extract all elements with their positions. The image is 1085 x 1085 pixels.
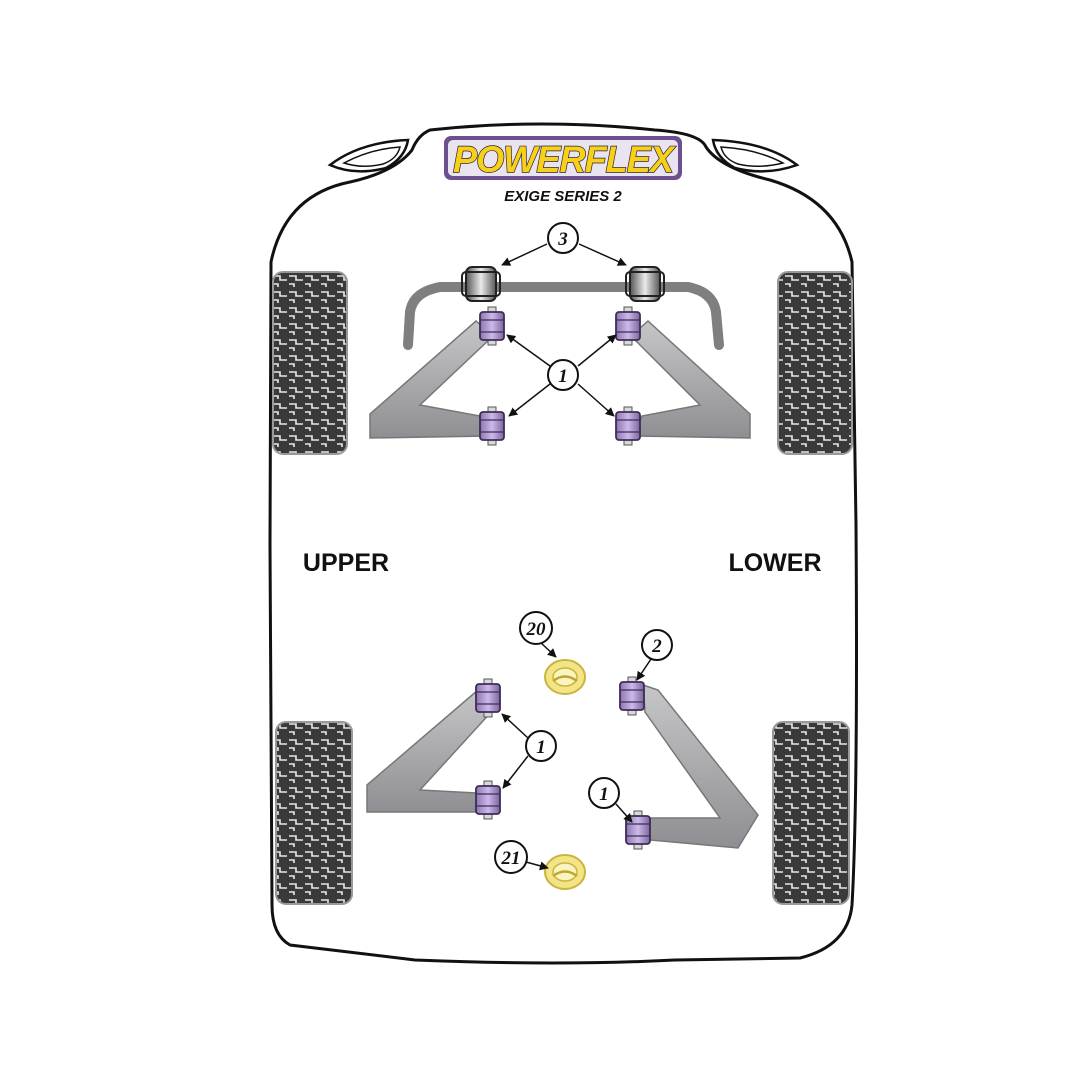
bush-front-right-lower (615, 406, 641, 446)
logo-text: POWERFLEX (453, 139, 676, 180)
insert-20 (544, 659, 586, 695)
svg-text:3: 3 (557, 229, 568, 250)
bush-rear-lower-outer (625, 810, 651, 850)
bush-group (475, 306, 651, 850)
callout-arrows (501, 243, 652, 871)
wheel-front-left (272, 271, 348, 455)
left-headlight-inner (342, 146, 401, 167)
callout-1-front: 1 (547, 359, 579, 391)
callout-21: 21 (494, 840, 528, 874)
callout-20: 20 (519, 611, 553, 645)
bush-rear-lower-inner (619, 676, 645, 716)
front-wishbone-left (369, 320, 495, 439)
svg-text:21: 21 (501, 848, 521, 869)
wheel-rear-right (772, 721, 850, 905)
wheel-front-right (777, 271, 853, 455)
wheel-rear-left (275, 721, 353, 905)
svg-text:20: 20 (526, 619, 547, 640)
bush-rear-upper-outer (475, 780, 501, 820)
model-title: EXIGE SERIES 2 (504, 188, 622, 205)
svg-text:1: 1 (558, 366, 568, 387)
bush-front-right-upper (615, 306, 641, 346)
anti-roll-bar-bush-left (461, 266, 501, 302)
svg-text:2: 2 (651, 636, 662, 657)
front-wishbone-right (629, 319, 751, 439)
insert-21 (544, 854, 586, 890)
right-headlight-inner (720, 146, 786, 167)
callout-1-rear-upper: 1 (525, 730, 557, 762)
powerflex-logo: POWERFLEX (444, 136, 682, 181)
bush-front-left-upper (479, 306, 505, 346)
callout-3: 3 (547, 222, 579, 254)
bush-front-left-lower (479, 406, 505, 446)
callout-2: 2 (641, 629, 673, 661)
callout-1-rear-lower: 1 (588, 777, 620, 809)
bush-rear-upper-inner (475, 678, 501, 718)
anti-roll-bar-bush-right (625, 266, 665, 302)
svg-text:1: 1 (536, 737, 546, 758)
label-upper: UPPER (303, 549, 389, 577)
svg-text:1: 1 (599, 784, 609, 805)
label-lower: LOWER (728, 549, 821, 577)
front-anti-roll-bar (403, 282, 724, 350)
